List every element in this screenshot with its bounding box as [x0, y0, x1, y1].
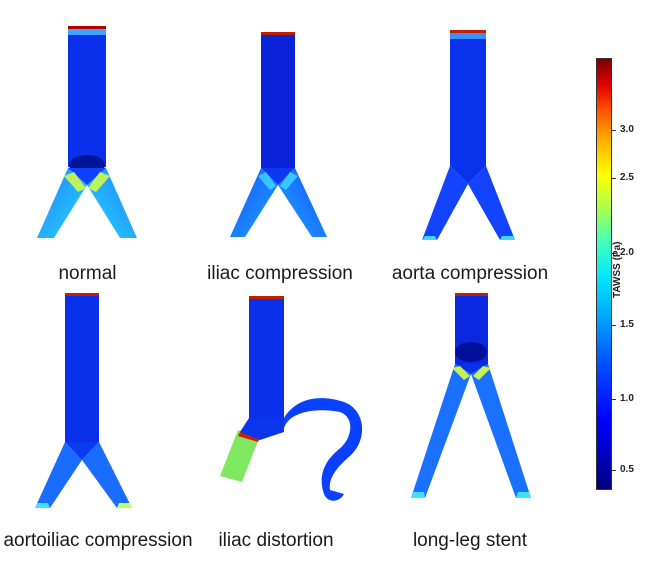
vessel-model-normal — [37, 26, 137, 238]
colorbar — [596, 58, 612, 490]
caption-aorta-compression: aorta compression — [391, 263, 549, 284]
caption-iliac-distortion: iliac distortion — [218, 530, 334, 551]
colorbar-title: TAWSS (Pa) — [612, 241, 623, 298]
caption-iliac-compression: iliac compression — [207, 263, 353, 284]
colorbar-tick-label: 2.5 — [620, 172, 634, 183]
colorbar-tick — [611, 399, 616, 400]
colorbar-tick — [611, 470, 616, 471]
colorbar-tick-label: 2.0 — [620, 247, 634, 258]
colorbar-tick-label: 1.5 — [620, 319, 634, 330]
colorbar-tick — [611, 130, 616, 131]
colorbar-tick-label: 1.0 — [620, 393, 634, 404]
caption-long-leg-stent: long-leg stent — [412, 530, 528, 551]
colorbar-tick — [611, 325, 616, 326]
colorbar-tick-label: 0.5 — [620, 464, 634, 475]
vessel-model-aorta-compression — [422, 30, 515, 240]
colorbar-tick — [611, 178, 616, 179]
vessel-model-aortoiliac-compression — [35, 293, 132, 508]
vessel-model-iliac-compression — [230, 32, 327, 237]
vessel-model-long-leg-stent — [411, 293, 531, 498]
caption-normal: normal — [58, 263, 117, 284]
caption-aortoiliac-compression: aortoiliac compression — [3, 530, 193, 551]
colorbar-tick — [611, 253, 616, 254]
vessel-model-iliac-distortion — [220, 296, 363, 501]
colorbar-tick-label: 3.0 — [620, 124, 634, 135]
